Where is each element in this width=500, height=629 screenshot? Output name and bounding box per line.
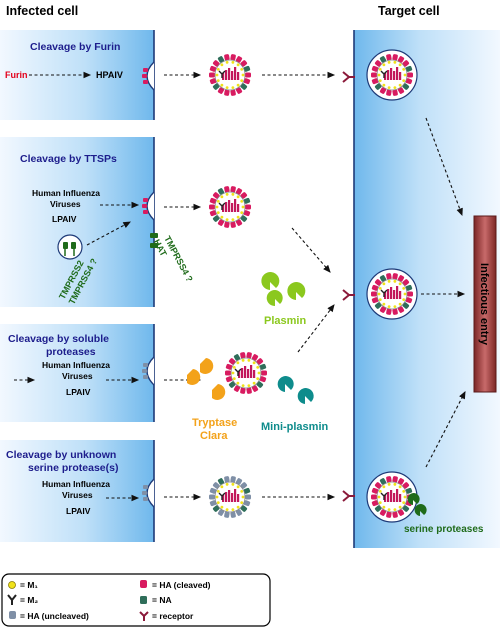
panel-2-title: Cleavage by TTSPs: [20, 153, 117, 165]
virus-label-2c: LPAIV: [52, 214, 77, 224]
virion-attached-3: [366, 471, 418, 523]
ha-cleaved-icon: [140, 580, 147, 588]
infected-cell-panel-1: [0, 30, 154, 120]
virus-label-3b: Viruses: [62, 371, 93, 381]
infectious-entry-box: [473, 215, 497, 393]
ha-uncleaved-icon: [9, 611, 16, 619]
miniplasmin-molecules: [277, 376, 314, 404]
furin-label: Furin: [5, 70, 28, 80]
legend-m2: = M₂: [20, 595, 38, 605]
membrane-ttsps: [150, 233, 158, 248]
tryptase-label: Tryptase: [192, 417, 237, 429]
budding-virion-1: [142, 61, 155, 91]
m2-icon: [7, 594, 17, 605]
legend-m1: = M₁: [20, 580, 38, 590]
serine-protease-molecules: [407, 493, 427, 516]
virus-label-4a: Human Influenza: [42, 479, 110, 489]
infected-cell-panel-4: [0, 440, 154, 542]
budding-virion-4: [142, 478, 155, 508]
virus-label-2b: Viruses: [50, 199, 81, 209]
virus-label-2a: Human Influenza: [32, 188, 100, 198]
miniplasmin-label: Mini-plasmin: [261, 421, 329, 433]
legend-ha-cleaved: = HA (cleaved): [152, 580, 211, 590]
budding-virion-3: [142, 356, 155, 386]
virus-label-3c: LPAIV: [66, 387, 91, 397]
budding-virion-2: [142, 191, 155, 221]
virion-cleaved-soluble: [225, 352, 267, 394]
virion-attached-1: [366, 49, 418, 101]
legend-box: [1, 573, 271, 627]
membrane-tmprss4-label: TMPRSS4 ?: [162, 234, 195, 283]
virus-label-3a: Human Influenza: [42, 360, 110, 370]
receptors: [342, 71, 355, 502]
tmprss-vesicle: [57, 234, 83, 260]
receptor-icon: [139, 611, 149, 621]
panel-4-title-line1: Cleavage by unknown: [6, 449, 116, 461]
target-cell-header: Target cell: [378, 4, 440, 18]
na-icon: [140, 596, 147, 604]
legend-ha-uncleaved: = HA (uncleaved): [20, 611, 89, 621]
clara-label: Clara: [200, 430, 228, 442]
legend-na: = NA: [152, 595, 172, 605]
panel-3-title-line1: Cleavage by soluble: [8, 333, 109, 345]
infectious-entry-label: Infectious entry: [478, 263, 490, 346]
infected-cell-panel-3: [0, 324, 154, 422]
virus-label-4c: LPAIV: [66, 506, 91, 516]
virion-uncleaved-unknown: [209, 476, 251, 518]
m1-icon: [8, 581, 16, 589]
legend-receptor: = receptor: [152, 611, 194, 621]
panel-3-title-line2: proteases: [46, 346, 96, 358]
plasmin-label: Plasmin: [264, 315, 306, 327]
panel-1-title: Cleavage by Furin: [30, 41, 120, 53]
virion-attached-2: [366, 268, 418, 320]
virus-label-4b: Viruses: [62, 490, 93, 500]
infected-cell-header: Infected cell: [6, 4, 78, 18]
plasmin-molecules: [261, 272, 306, 307]
panel-4-title-line2: serine protease(s): [28, 462, 118, 474]
tryptase-clara-molecules: [187, 358, 226, 400]
virion-cleaved-furin: [209, 54, 251, 96]
serine-proteases-label: serine proteases: [404, 524, 484, 535]
hpaiv-label: HPAIV: [96, 70, 123, 80]
virion-cleaved-ttsp: [209, 186, 251, 228]
